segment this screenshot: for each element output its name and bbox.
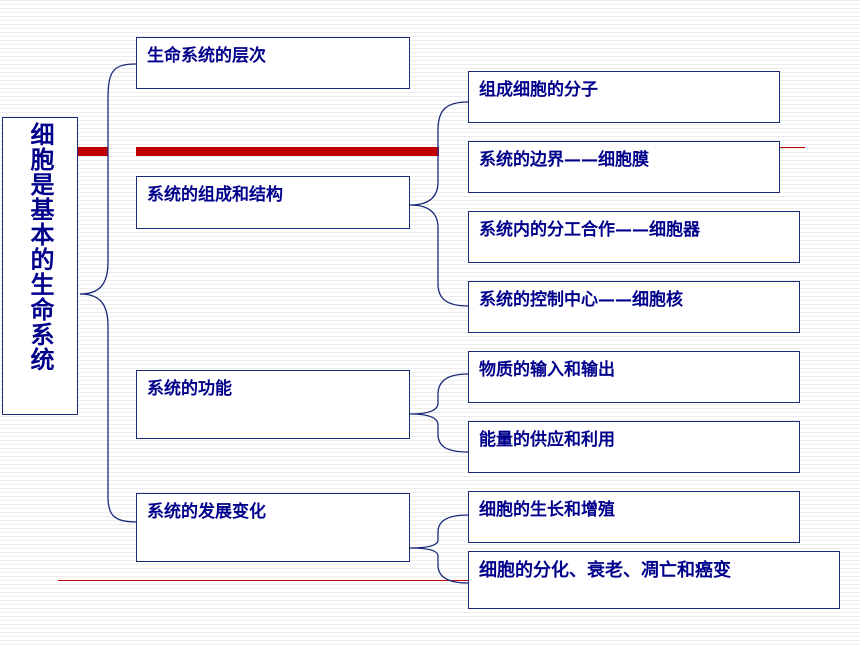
development-brace [409, 514, 469, 584]
level1-development-label: 系统的发展变化 [147, 502, 266, 522]
level1-hierarchy: 生命系统的层次 [136, 37, 410, 89]
root-node-label: 细胞是基本的生命系统 [26, 122, 54, 372]
structure-brace [409, 101, 469, 307]
structure-nucleus: 系统的控制中心——细胞核 [468, 281, 800, 333]
level1-development: 系统的发展变化 [136, 493, 410, 562]
function-transport-label: 物质的输入和输出 [479, 360, 615, 380]
structure-molecules: 组成细胞的分子 [468, 71, 780, 123]
development-differentiation-label: 细胞的分化、衰老、凋亡和癌变 [479, 560, 731, 581]
development-growth-label: 细胞的生长和增殖 [479, 500, 615, 520]
development-growth: 细胞的生长和增殖 [468, 491, 800, 543]
red-accent-bar-middle [136, 147, 439, 156]
root-brace [79, 63, 137, 523]
level1-function-label: 系统的功能 [147, 379, 232, 399]
level1-structure: 系统的组成和结构 [136, 176, 410, 229]
red-accent-line-bottom [58, 580, 468, 581]
structure-membrane-label: 系统的边界——细胞膜 [479, 150, 649, 170]
structure-membrane: 系统的边界——细胞膜 [468, 141, 780, 193]
function-energy-label: 能量的供应和利用 [479, 430, 615, 450]
structure-organelles-label: 系统内的分工合作——细胞器 [479, 220, 700, 240]
structure-nucleus-label: 系统的控制中心——细胞核 [479, 290, 683, 310]
red-accent-bar-left [78, 147, 108, 156]
function-transport: 物质的输入和输出 [468, 351, 800, 403]
level1-hierarchy-label: 生命系统的层次 [147, 46, 266, 66]
red-accent-line-right [780, 147, 805, 148]
structure-molecules-label: 组成细胞的分子 [479, 80, 598, 100]
level1-structure-label: 系统的组成和结构 [147, 185, 283, 205]
root-node: 细胞是基本的生命系统 [2, 117, 78, 415]
level1-function: 系统的功能 [136, 370, 410, 439]
function-brace [409, 373, 469, 453]
function-energy: 能量的供应和利用 [468, 421, 800, 473]
structure-organelles: 系统内的分工合作——细胞器 [468, 211, 800, 263]
development-differentiation: 细胞的分化、衰老、凋亡和癌变 [468, 551, 840, 609]
